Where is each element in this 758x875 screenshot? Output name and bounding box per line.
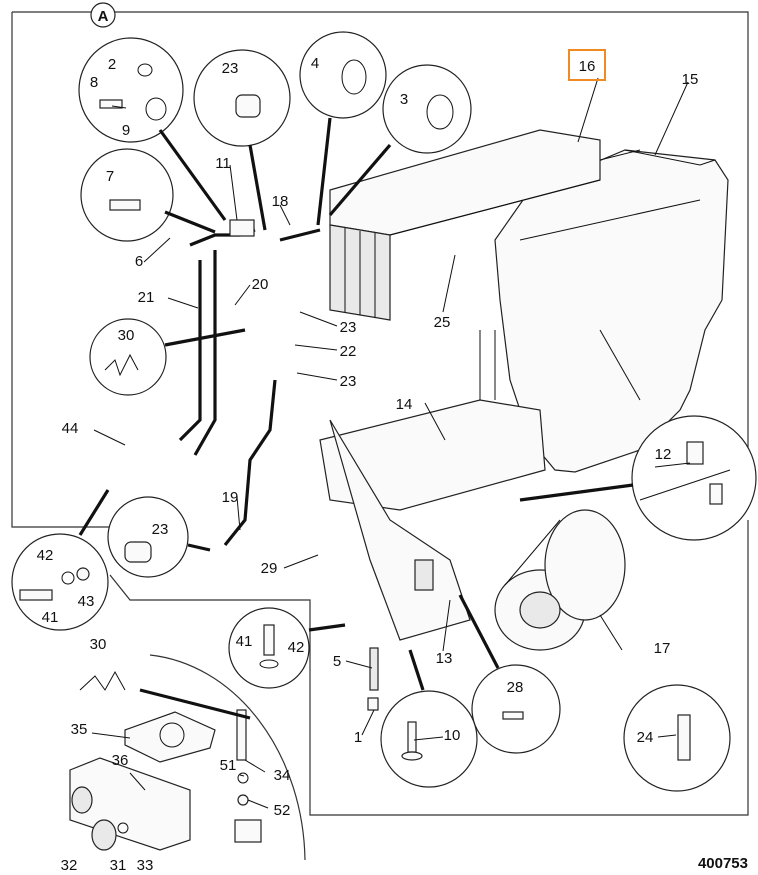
section-marker-label: A [98, 8, 109, 25]
callout-30-a: 30 [118, 327, 135, 344]
callout-20: 20 [252, 276, 269, 293]
callout-23-a: 23 [222, 60, 239, 77]
control-panel-detail [69, 654, 306, 861]
callout-23-c: 23 [340, 373, 357, 390]
callout-35: 35 [71, 721, 88, 738]
detail-circle-41-42-43 [11, 533, 109, 631]
callout-17: 17 [654, 640, 671, 657]
callout-42-a: 42 [37, 547, 54, 564]
callout-24: 24 [637, 729, 654, 746]
callout-30-b: 30 [90, 636, 107, 653]
callout-7: 7 [106, 168, 114, 185]
screw-1 [367, 697, 379, 711]
callout-16: 16 [579, 58, 596, 75]
detail-circle-2-8-9 [78, 37, 184, 143]
callout-3: 3 [400, 91, 408, 108]
callout-13: 13 [436, 650, 453, 667]
callout-36: 36 [112, 752, 129, 769]
callout-34: 34 [274, 767, 291, 784]
blower-motor [494, 509, 626, 651]
callout-43: 43 [78, 593, 95, 610]
callout-1: 1 [354, 729, 362, 746]
callout-2: 2 [108, 56, 116, 73]
callout-41-b: 41 [236, 633, 253, 650]
detail-circle-23-lower [107, 496, 189, 578]
callout-8: 8 [90, 74, 98, 91]
callout-51: 51 [220, 757, 237, 774]
highlight-box-16 [568, 49, 606, 81]
callout-10: 10 [444, 727, 461, 744]
callout-labels: 16 15 2 8 9 23 4 3 7 11 18 6 20 21 25 23… [37, 55, 699, 874]
callout-52: 52 [274, 802, 291, 819]
callout-12: 12 [655, 446, 672, 463]
detail-circle-10 [380, 690, 478, 788]
callout-25: 25 [434, 314, 451, 331]
callout-28: 28 [507, 679, 524, 696]
callout-33: 33 [137, 857, 154, 874]
detail-circle-3 [382, 64, 472, 154]
callout-42-b: 42 [288, 639, 305, 656]
view-frame [11, 11, 749, 816]
callout-32: 32 [61, 857, 78, 874]
duct-bracket [329, 419, 471, 641]
callout-9: 9 [122, 122, 130, 139]
heater-pipes [178, 219, 321, 546]
callout-6: 6 [135, 253, 143, 270]
detail-circle-28 [471, 664, 561, 754]
callout-21: 21 [138, 289, 155, 306]
detail-circle-23-clamp [193, 49, 291, 147]
heater-core [329, 129, 601, 321]
callout-23-d: 23 [152, 521, 169, 538]
detail-circle-30-upper [89, 318, 167, 396]
detail-circle-7 [80, 148, 174, 242]
leader-lines [91, 77, 691, 809]
callout-14: 14 [396, 396, 413, 413]
detail-connectors [78, 117, 634, 720]
detail-circle-41-42-right [228, 607, 310, 689]
detail-circle-12 [631, 415, 757, 541]
callout-19: 19 [222, 489, 239, 506]
callout-11: 11 [215, 155, 231, 172]
detail-circle-24 [623, 684, 731, 792]
callout-41-a: 41 [42, 609, 59, 626]
callout-15: 15 [682, 71, 699, 88]
drawing-number: 400753 [698, 855, 748, 872]
lower-case-frame [319, 330, 546, 511]
callout-5: 5 [333, 653, 341, 670]
callout-18: 18 [272, 193, 289, 210]
callout-23-b: 23 [340, 319, 357, 336]
callout-29: 29 [261, 560, 278, 577]
detail-circle-4 [299, 31, 387, 119]
callout-31: 31 [110, 857, 127, 874]
callout-4: 4 [311, 55, 319, 72]
callout-44: 44 [62, 420, 79, 437]
section-marker: A [90, 2, 116, 28]
bolt-5 [369, 647, 379, 691]
callout-22: 22 [340, 343, 357, 360]
